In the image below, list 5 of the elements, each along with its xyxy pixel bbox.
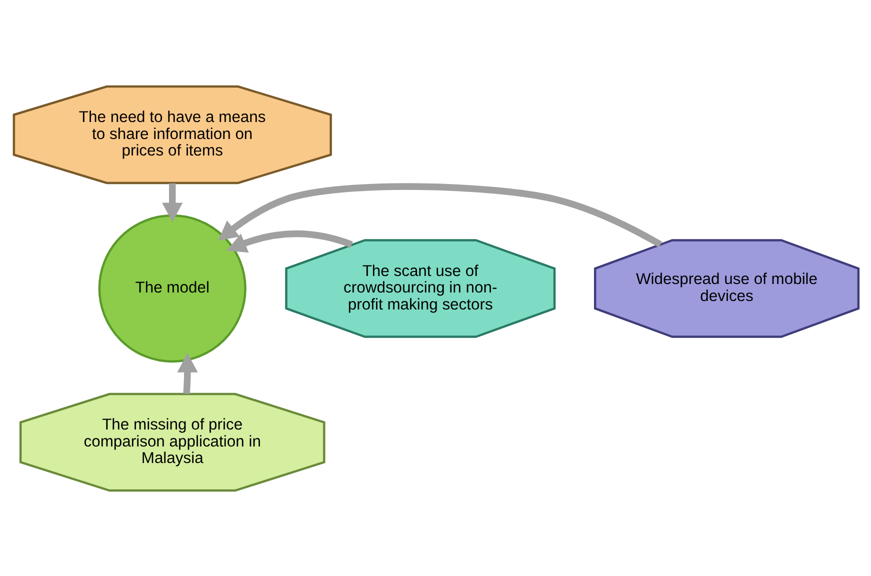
arrow <box>226 230 352 252</box>
arrow <box>162 182 182 222</box>
arrow <box>218 182 662 247</box>
node-circle: The model <box>98 214 246 362</box>
arrow <box>176 352 198 394</box>
